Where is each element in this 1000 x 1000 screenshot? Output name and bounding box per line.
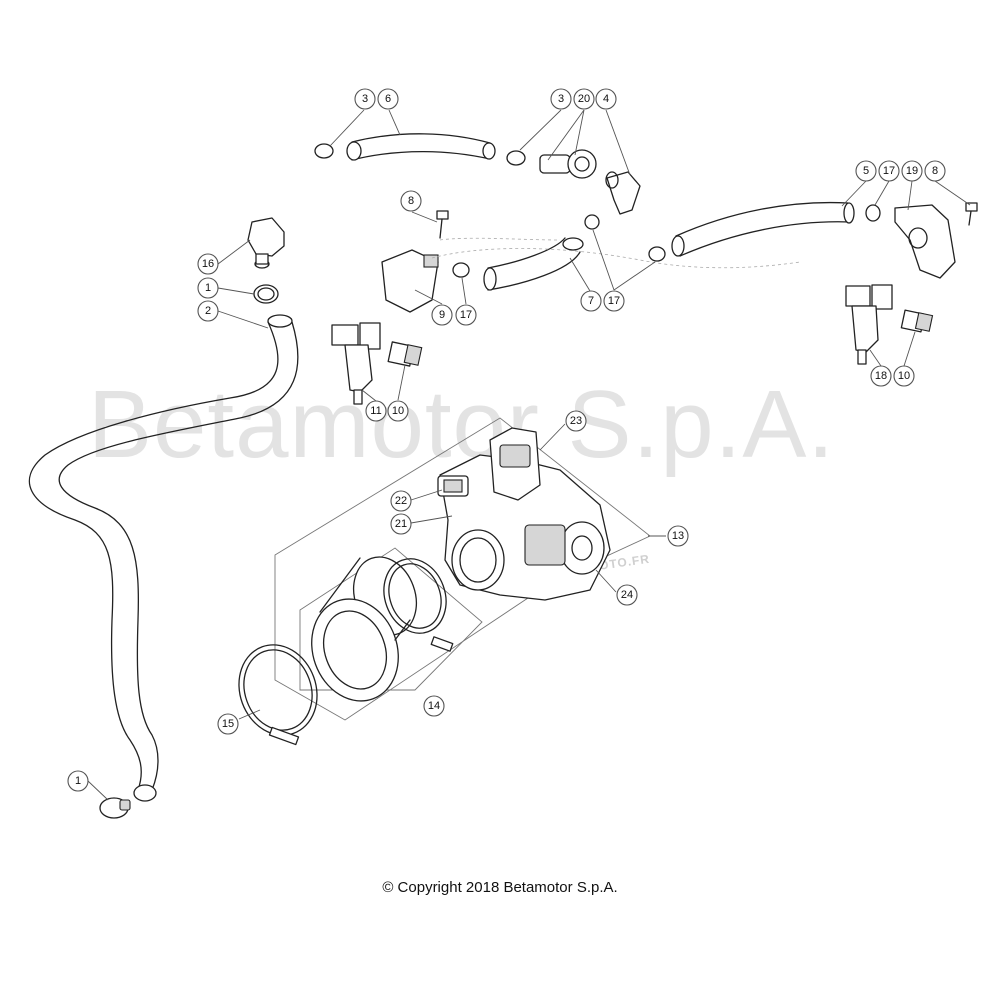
- svg-text:5: 5: [863, 165, 869, 177]
- callout-10-left: 10: [387, 400, 409, 422]
- fuel-connector-20-part: [539, 149, 597, 179]
- svg-text:17: 17: [608, 295, 620, 307]
- svg-text:22: 22: [395, 495, 407, 507]
- svg-text:7: 7: [588, 295, 594, 307]
- svg-text:10: 10: [898, 370, 910, 382]
- injector-18-part: [845, 284, 893, 365]
- callout-9: 9: [431, 304, 453, 326]
- injector-11-part: [331, 322, 381, 405]
- bolt-8-part: [436, 202, 978, 239]
- callout-13: 13: [667, 525, 689, 547]
- long-hose-part: [28, 314, 299, 802]
- svg-text:20: 20: [578, 93, 590, 105]
- connector-10-right-part: [900, 309, 934, 333]
- callout-8-right: 8: [924, 160, 946, 182]
- hose-7-part: [483, 237, 584, 291]
- svg-text:23: 23: [570, 415, 582, 427]
- svg-text:8: 8: [408, 195, 414, 207]
- svg-text:11: 11: [370, 405, 381, 417]
- callout-3-top-left: 3: [354, 88, 376, 110]
- callout-8-left: 8: [400, 190, 422, 212]
- callout-17-middle: 17: [455, 304, 477, 326]
- callout-3-top-middle: 3: [550, 88, 572, 110]
- svg-text:21: 21: [395, 518, 407, 530]
- assembly-dash-line: [431, 248, 801, 269]
- connector-9-part: [381, 249, 439, 313]
- watermark-text: Betamotor S.p.A.: [88, 371, 836, 478]
- clamp-15-part: [238, 644, 318, 746]
- leader-lines: [87, 109, 971, 801]
- sensor-23-part: [489, 427, 541, 501]
- svg-text:6: 6: [385, 93, 391, 105]
- svg-text:3: 3: [558, 93, 564, 105]
- svg-text:24: 24: [621, 589, 633, 601]
- small-clamp-17-part: [452, 214, 666, 278]
- svg-text:2: 2: [205, 305, 211, 317]
- callout-21: 21: [390, 513, 412, 535]
- copyright-notice: © Copyright 2018 Betamotor S.p.A.: [382, 879, 618, 896]
- svg-text:9: 9: [439, 309, 445, 321]
- callout-16: 16: [197, 253, 219, 275]
- callout-7: 7: [580, 290, 602, 312]
- callout-10-right: 10: [893, 365, 915, 387]
- hose-clamp-bottom-part: [99, 797, 131, 819]
- callout-23: 23: [565, 410, 587, 432]
- callout-5: 5: [855, 160, 877, 182]
- hose-6-part: [314, 133, 526, 166]
- callout-6: 6: [377, 88, 399, 110]
- elbow-4-part: [605, 171, 641, 215]
- callout-11: 11: [365, 400, 387, 422]
- t-fitting-19-part: [894, 204, 956, 279]
- connector-10-left-part: [387, 341, 423, 367]
- intake-boot-part: [311, 556, 417, 702]
- throttle-body-part: [439, 454, 611, 601]
- svg-text:16: 16: [202, 258, 214, 270]
- svg-text:10: 10: [392, 405, 404, 417]
- assembly-dash-line: [439, 237, 561, 241]
- svg-text:4: 4: [603, 93, 609, 105]
- boot-clamp-part: [383, 558, 454, 652]
- callout-20: 20: [573, 88, 595, 110]
- hose-clamp-top-part: [253, 284, 279, 304]
- callout-4: 4: [595, 88, 617, 110]
- callout-15: 15: [217, 713, 239, 735]
- svg-text:17: 17: [460, 309, 472, 321]
- hose-5-part: [671, 201, 881, 257]
- svg-text:1: 1: [205, 282, 211, 294]
- callout-1-top: 1: [197, 277, 219, 299]
- callout-2: 2: [197, 300, 219, 322]
- svg-text:14: 14: [428, 700, 440, 712]
- svg-text:13: 13: [672, 530, 684, 542]
- svg-text:1: 1: [75, 775, 81, 787]
- callout-17-top-right: 17: [878, 160, 900, 182]
- sensor-22-part: [437, 475, 469, 497]
- callout-18: 18: [870, 365, 892, 387]
- callout-19: 19: [901, 160, 923, 182]
- callout-24: 24: [616, 584, 638, 606]
- elbow-fitting-part: [247, 217, 285, 269]
- callout-17-right: 17: [603, 290, 625, 312]
- callout-22: 22: [390, 490, 412, 512]
- svg-text:17: 17: [883, 165, 895, 177]
- callout-14: 14: [423, 695, 445, 717]
- svg-text:3: 3: [362, 93, 368, 105]
- svg-text:19: 19: [906, 165, 918, 177]
- callout-1-bottom: 1: [67, 770, 89, 792]
- svg-text:8: 8: [932, 165, 938, 177]
- svg-text:18: 18: [875, 370, 887, 382]
- svg-text:15: 15: [222, 718, 234, 730]
